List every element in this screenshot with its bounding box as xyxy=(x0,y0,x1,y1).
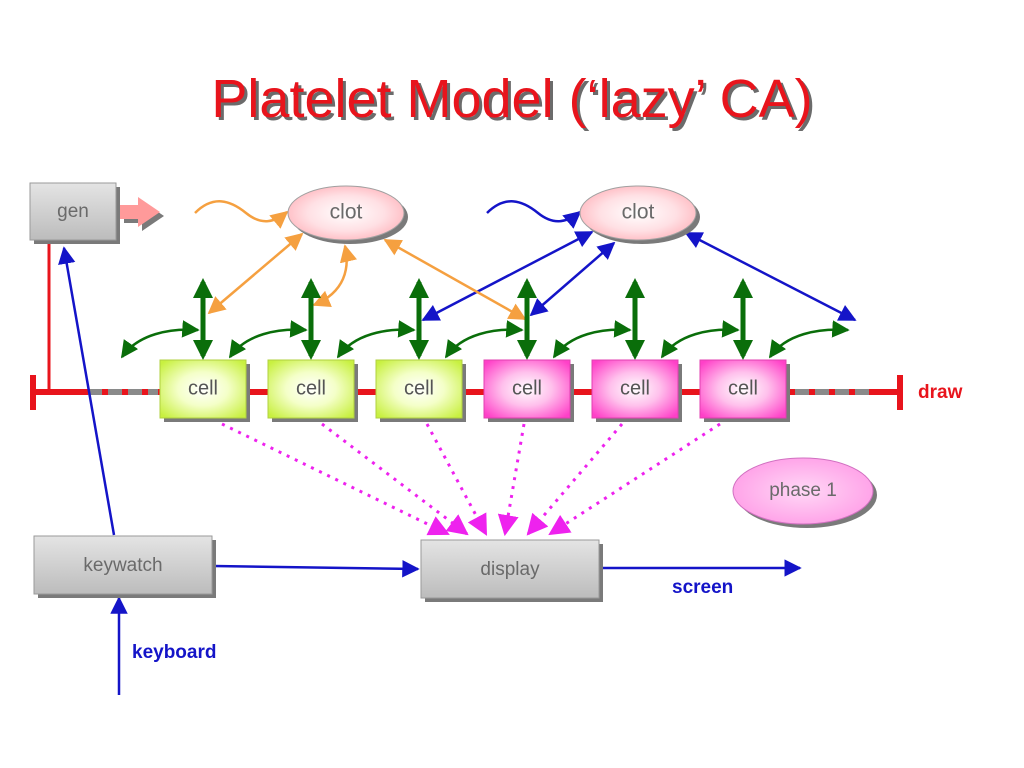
gen-output-arrow xyxy=(120,197,164,231)
screen-label: screen xyxy=(672,577,733,598)
phase-label: phase 1 xyxy=(769,480,837,501)
gen-label: gen xyxy=(57,201,89,222)
clot-label-right: clot xyxy=(622,201,655,224)
cell-row: cell cell cell cell cell cell xyxy=(159,359,790,422)
cell-node: cell xyxy=(483,359,574,422)
clot-node-right: clot xyxy=(579,185,700,244)
cell-label: cell xyxy=(404,377,434,399)
keyboard-label: keyboard xyxy=(132,642,216,663)
clot-label-left: clot xyxy=(330,201,363,224)
draw-label: draw xyxy=(918,382,963,403)
keywatch-label: keywatch xyxy=(83,555,162,576)
cell-node: cell xyxy=(375,359,466,422)
cell-label: cell xyxy=(620,377,650,399)
cell-label: cell xyxy=(728,377,758,399)
green-channels xyxy=(120,278,850,360)
phase-badge: phase 1 xyxy=(732,457,877,528)
cell-node: cell xyxy=(699,359,790,422)
page-title: Platelet Model (‘lazy’ CA) xyxy=(211,69,813,129)
cell-node: cell xyxy=(267,359,358,422)
gen-node: gen xyxy=(29,182,120,244)
cell-label: cell xyxy=(296,377,326,399)
display-node: display xyxy=(420,539,603,602)
blue-channels xyxy=(58,200,857,695)
cell-node: cell xyxy=(591,359,682,422)
keywatch-node: keywatch xyxy=(33,535,216,598)
orange-channels xyxy=(194,200,527,321)
display-channels xyxy=(221,422,721,537)
cell-label: cell xyxy=(188,377,218,399)
cell-label: cell xyxy=(512,377,542,399)
clot-node-left: clot xyxy=(287,185,408,244)
cell-node: cell xyxy=(159,359,250,422)
display-label: display xyxy=(480,559,540,580)
